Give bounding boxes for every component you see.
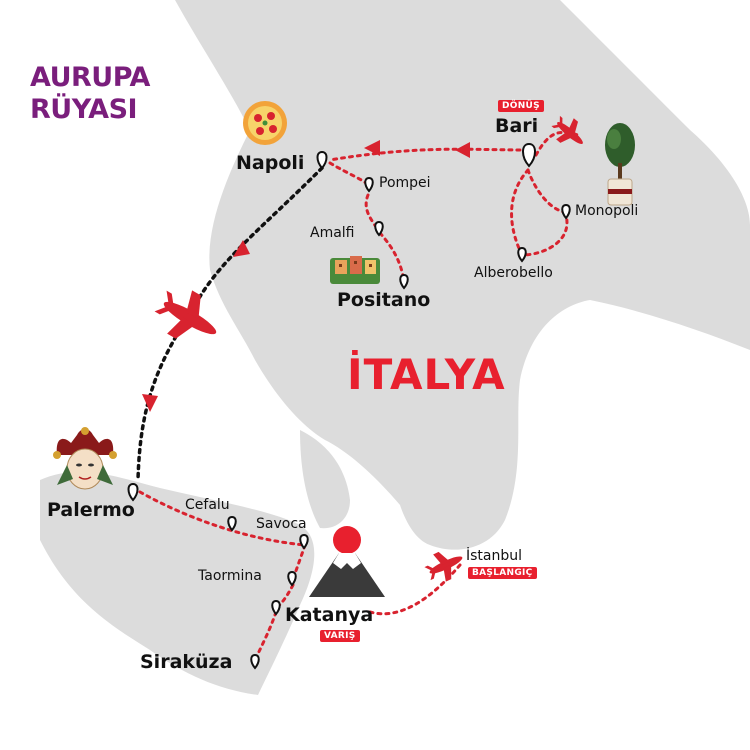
city-label-palermo: Palermo: [47, 499, 135, 521]
map-pin-icon: [399, 273, 409, 290]
pizza-icon: [243, 101, 287, 145]
direction-arrows: [142, 140, 470, 412]
brand-logo: AURUPA RÜYASI: [30, 62, 150, 126]
map-pin-icon: [316, 150, 328, 170]
map-pins: [127, 142, 571, 670]
bonsai-tree-icon: [605, 123, 635, 206]
route-istanbul-katanya: [368, 563, 462, 616]
map-pin-icon: [561, 203, 571, 220]
arrow-icon: [455, 142, 470, 158]
city-label-pompei: Pompei: [379, 175, 431, 191]
city-label-taormina: Taormina: [198, 568, 262, 584]
city-label-positano: Positano: [337, 289, 431, 311]
map-pin-icon: [364, 176, 374, 193]
map-pin-icon: [127, 482, 139, 502]
arrow-icon: [233, 240, 250, 257]
city-label-katanya: Katanya: [285, 604, 374, 626]
city-label-bari: Bari: [495, 115, 539, 137]
city-label-alberobello: Alberobello: [474, 265, 553, 281]
arrow-icon: [364, 140, 380, 156]
airplane-icon: [154, 290, 217, 339]
arrow-icon: [142, 394, 158, 412]
calabria-tip: [300, 430, 350, 529]
route-bari-napoli: [328, 147, 530, 162]
map-pin-icon: [287, 570, 297, 587]
brand-line1: AURUPA: [30, 62, 150, 93]
sicily: [40, 471, 315, 695]
italy-mainland: [175, 0, 750, 550]
map-pin-icon: [299, 533, 309, 550]
jester-mask-icon: [53, 427, 117, 490]
city-label-istanbul: İstanbul: [466, 548, 523, 564]
city-label-savoca: Savoca: [256, 516, 307, 532]
airplane-icon: [551, 115, 583, 145]
route-bari-monopoli: [526, 168, 567, 214]
route-palermo-savoca: [138, 490, 307, 547]
route-monopoli-alberobello: [520, 210, 569, 257]
country-label: İTALYA: [347, 350, 506, 399]
city-label-amalfi: Amalfi: [310, 225, 355, 241]
badge-baslangic: BAŞLANGIÇ: [468, 567, 537, 579]
volcano-icon: [309, 526, 385, 597]
map-pin-icon: [271, 599, 281, 616]
map-pin-icon: [374, 220, 384, 237]
map-pin-icon: [250, 653, 260, 670]
route-alberobello-bari: [510, 168, 530, 257]
badge-donus: DÖNÜŞ: [498, 100, 544, 112]
city-label-sirakuza: Siraküza: [140, 651, 233, 673]
map-pin-icon: [522, 142, 536, 168]
brand-line2: RÜYASI: [30, 94, 138, 125]
map-pin-icon: [227, 515, 237, 532]
map-pin-icon: [517, 246, 527, 263]
city-label-napoli: Napoli: [236, 152, 305, 174]
village-icon: [330, 256, 380, 284]
city-label-monopoli: Monopoli: [575, 203, 639, 219]
city-label-cefalu: Cefalu: [185, 497, 230, 513]
badge-varis: VARIŞ: [320, 630, 360, 642]
airplane-icon: [424, 551, 463, 582]
